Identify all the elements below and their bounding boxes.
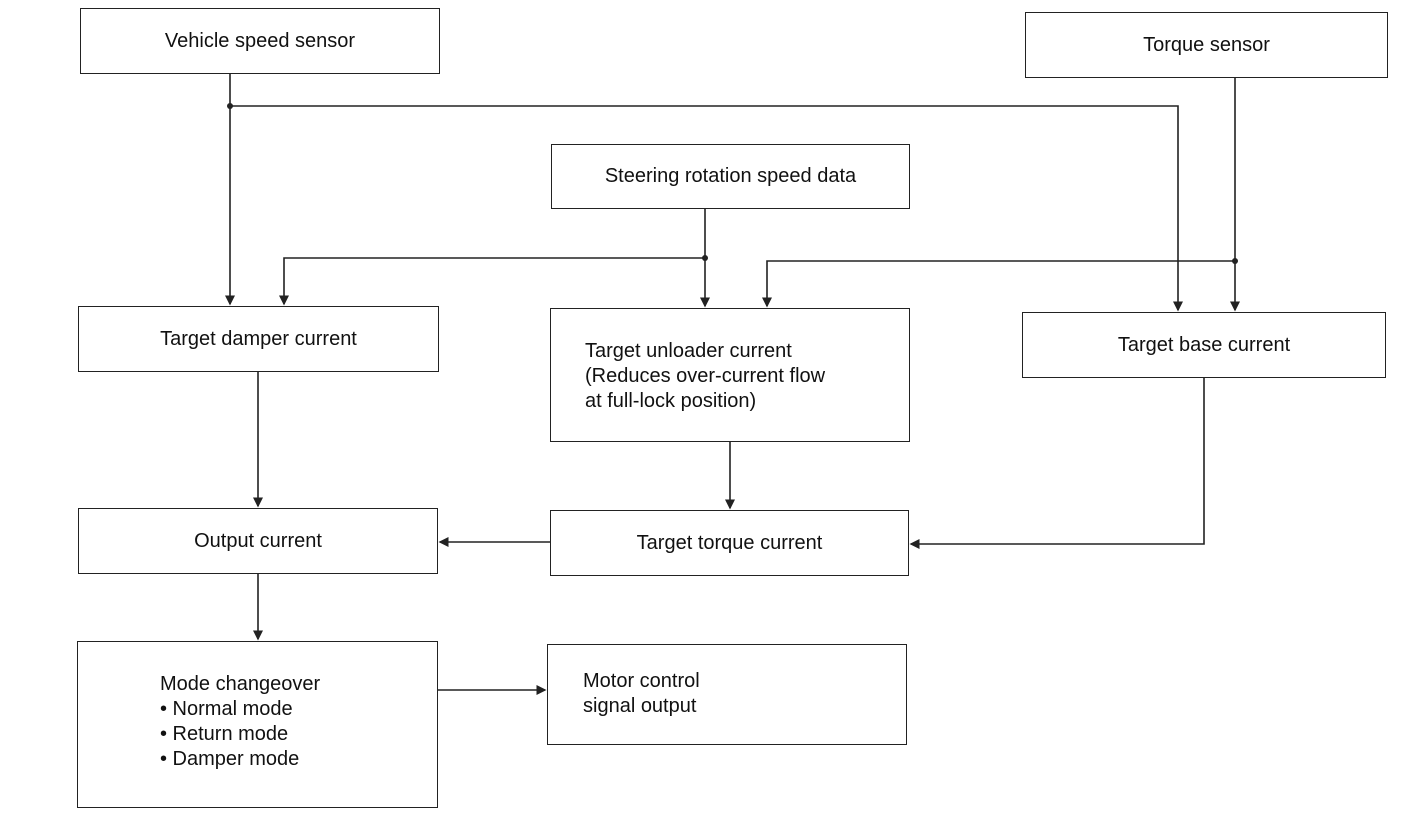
motor-control-signal-output-box: Motor control signal output <box>547 644 907 745</box>
target-base-current-box: Target base current <box>1022 312 1386 378</box>
mode-changeover-title: Mode changeover <box>160 673 321 695</box>
torque-sensor-box: Torque sensor <box>1025 12 1388 78</box>
target-unloader-current-note-line-1: (Reduces over-current flow <box>585 365 826 387</box>
junction-dot-vehicle-speed <box>227 103 233 109</box>
target-torque-current-label: Target torque current <box>636 531 823 554</box>
edge-target-base-to-target-torque <box>909 378 1205 549</box>
junction-dot-steering-rotation <box>702 255 708 261</box>
target-damper-current-label: Target damper current <box>160 327 357 350</box>
edge-steering-rotation-to-target-damper <box>279 257 705 306</box>
mode-changeover-box: Mode changeover • Normal mode • Return m… <box>77 641 438 808</box>
mode-item-return: • Return mode <box>160 723 289 745</box>
target-base-current-label: Target base current <box>1117 333 1291 356</box>
torque-sensor-label: Torque sensor <box>1143 33 1270 56</box>
output-current-box: Output current <box>78 508 438 574</box>
vehicle-speed-sensor-box: Vehicle speed sensor <box>80 8 440 74</box>
output-current-label: Output current <box>194 529 322 552</box>
edge-torque-sensor-to-target-unloader <box>762 260 1235 308</box>
steering-rotation-speed-data-label: Steering rotation speed data <box>604 165 857 187</box>
target-torque-current-box: Target torque current <box>550 510 909 576</box>
vehicle-speed-sensor-label: Vehicle speed sensor <box>164 29 356 52</box>
target-unloader-current-note-line-2: at full-lock position) <box>585 390 757 412</box>
mode-item-normal: • Normal mode <box>160 698 293 720</box>
target-unloader-current-title: Target unloader current <box>585 340 792 362</box>
motor-control-signal-output-line-2: signal output <box>583 695 697 717</box>
steering-rotation-speed-data-box: Steering rotation speed data <box>551 144 910 209</box>
motor-control-signal-output-line-1: Motor control <box>583 670 700 692</box>
mode-item-damper: • Damper mode <box>160 748 300 770</box>
target-damper-current-box: Target damper current <box>78 306 439 372</box>
junction-dot-torque-sensor <box>1232 258 1238 264</box>
target-unloader-current-box: Target unloader current (Reduces over-cu… <box>550 308 910 442</box>
